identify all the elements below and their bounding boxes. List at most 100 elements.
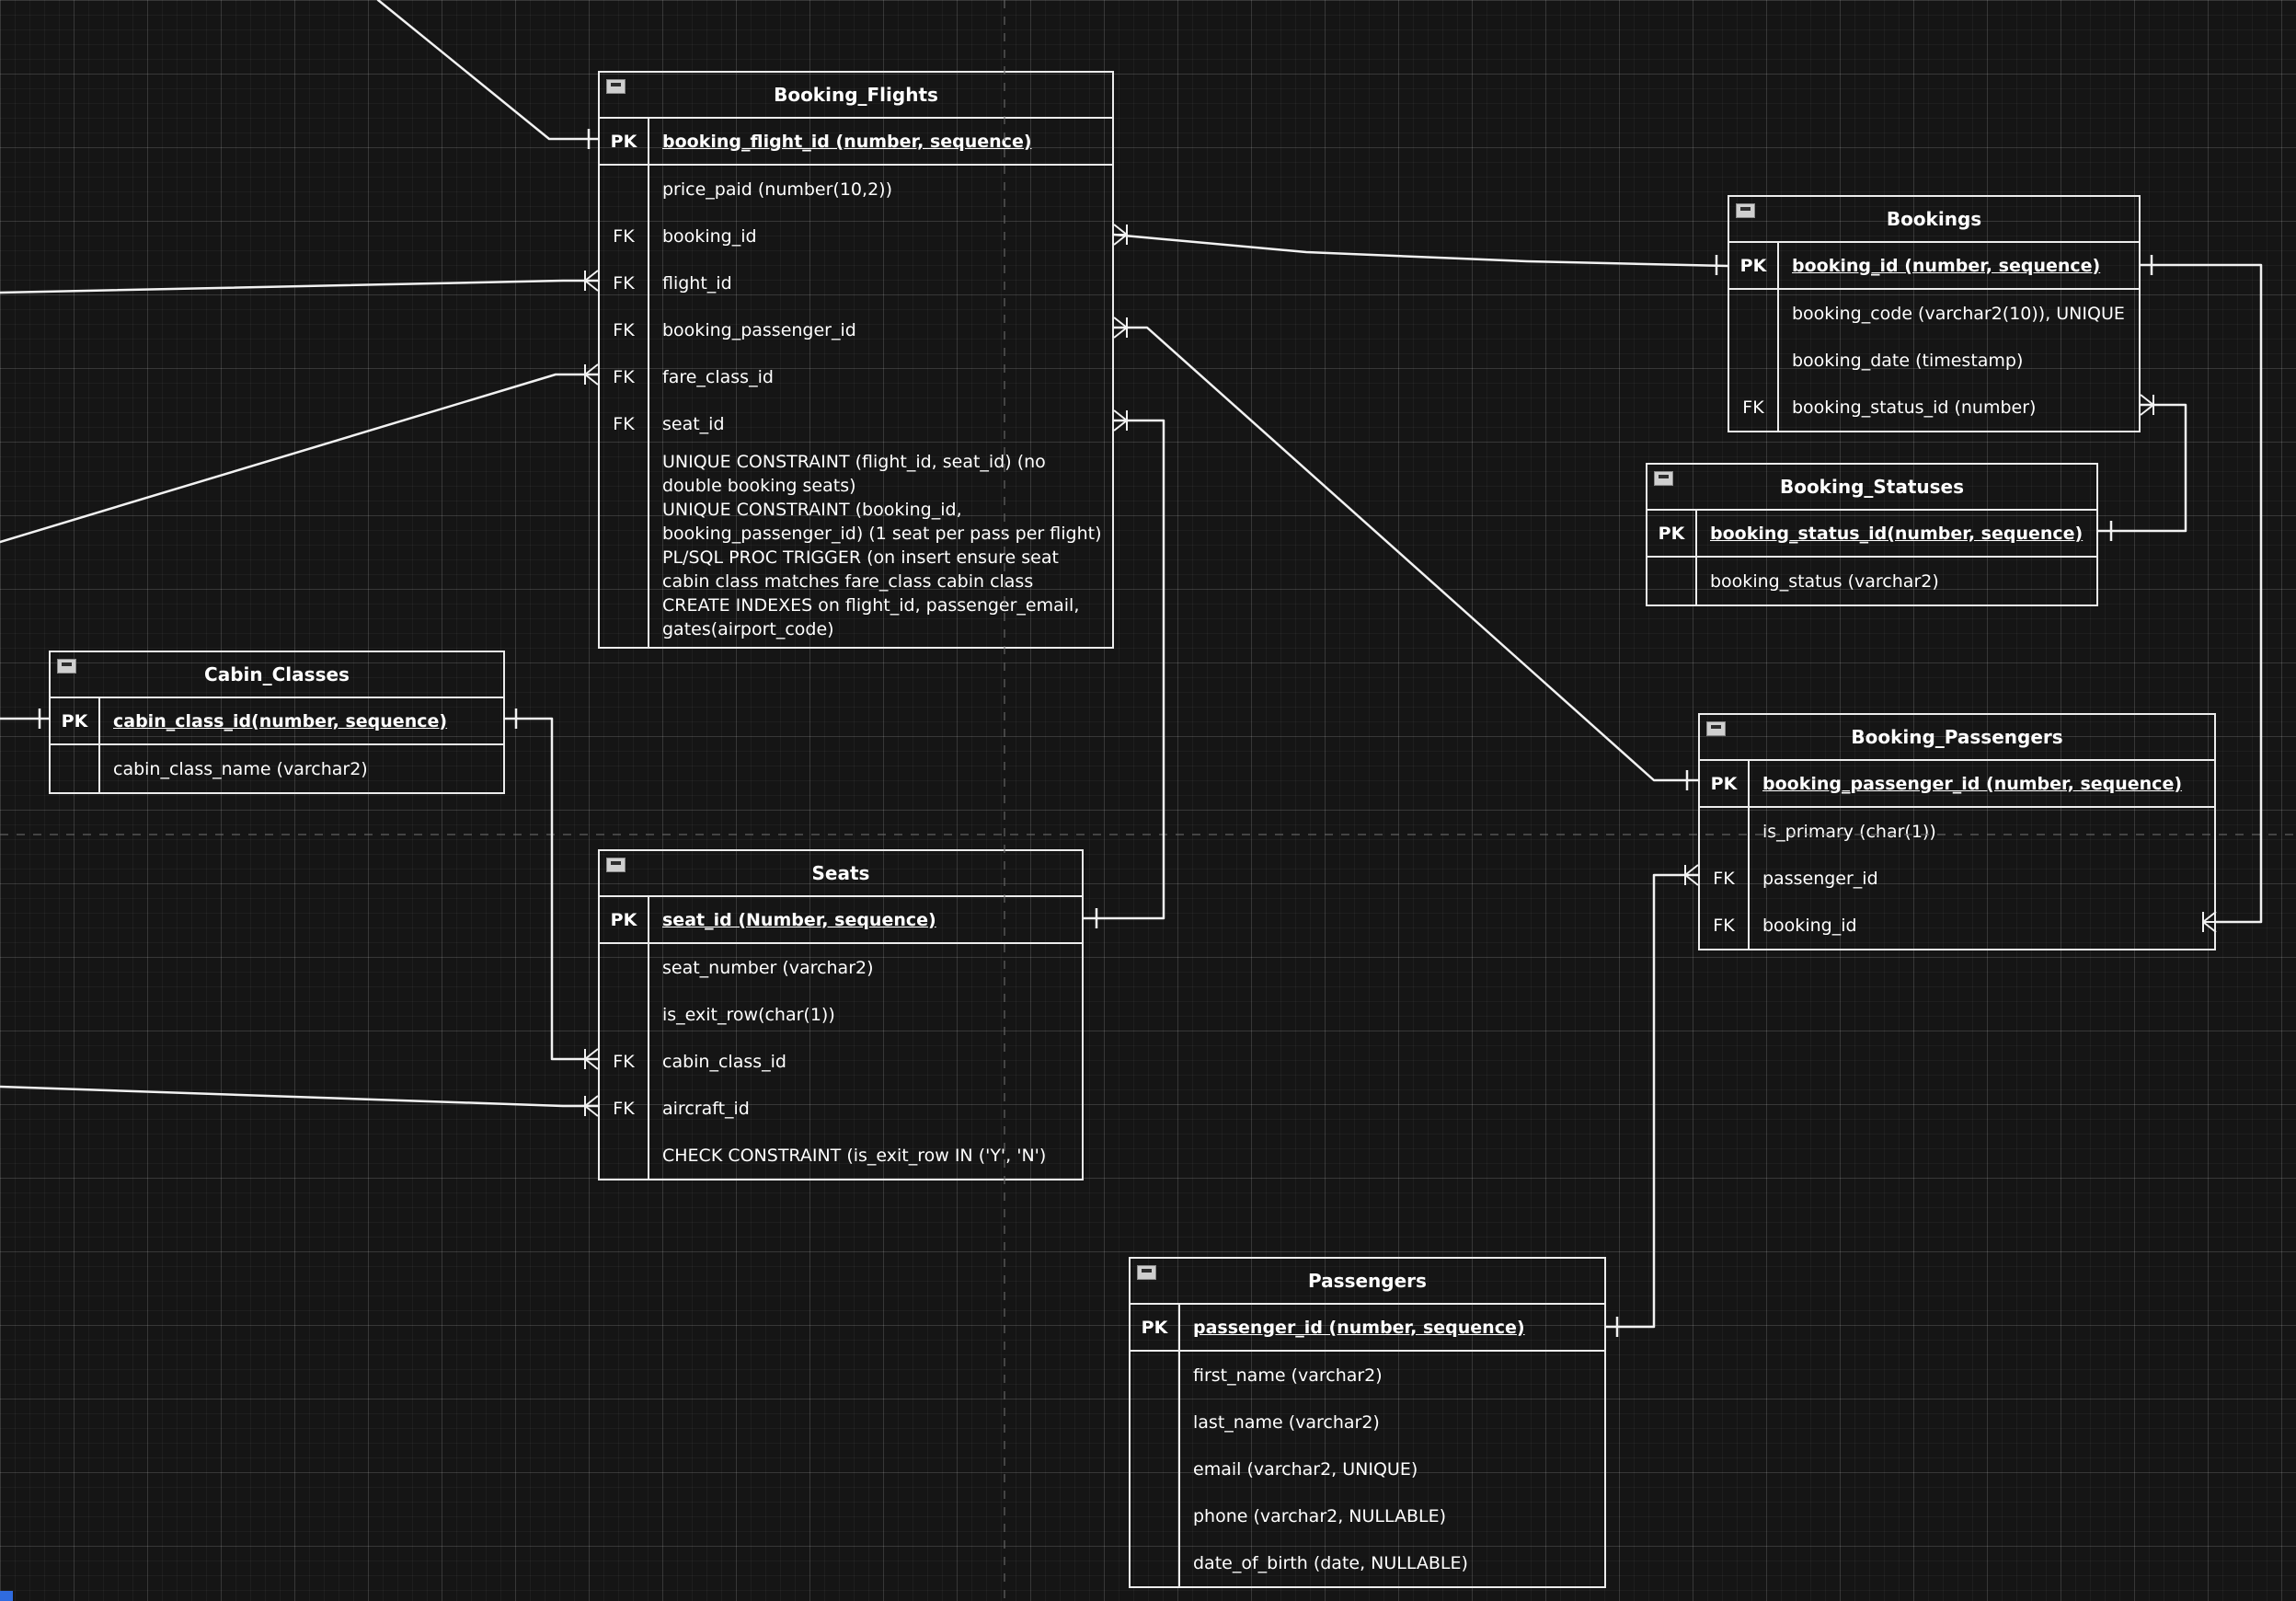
attribute-row[interactable]: PK booking_passenger_id (number, sequenc… (1700, 761, 2214, 808)
attribute-row[interactable]: PK booking_status_id(number, sequence) (1647, 511, 2096, 558)
attribute-text: seat_number (varchar2) (662, 957, 874, 978)
entity-header[interactable]: Seats (600, 851, 1082, 897)
attribute-text: cabin_class_id(number, sequence) (113, 710, 448, 731)
attribute-text: booking_date (timestamp) (1792, 350, 2024, 371)
attribute-row[interactable]: last_name (varchar2) (1131, 1399, 1604, 1446)
collapse-icon[interactable] (1736, 203, 1755, 218)
collapse-icon[interactable] (1706, 721, 1726, 736)
attribute-row[interactable]: is_primary (char(1)) (1700, 808, 2214, 855)
attribute-row[interactable]: PK booking_id (number, sequence) (1729, 243, 2139, 290)
entity-header[interactable]: Cabin_Classes (51, 652, 503, 698)
constraint-note-line: CREATE INDEXES on flight_id, passenger_e… (662, 595, 1080, 639)
attribute-cell: seat_number (varchar2) (649, 944, 1082, 991)
attribute-text: passenger_id (1762, 868, 1878, 889)
key-label (600, 1132, 649, 1179)
attribute-row[interactable]: FK cabin_class_id (600, 1038, 1082, 1085)
attribute-cell: passenger_id (number, sequence) (1180, 1305, 1604, 1350)
attribute-row[interactable]: email (varchar2, UNIQUE) (1131, 1446, 1604, 1492)
entity-table-booking_passengers[interactable]: Booking_Passengers PK booking_passenger_… (1698, 713, 2216, 950)
attribute-cell: last_name (varchar2) (1180, 1399, 1604, 1446)
collapse-icon[interactable] (606, 79, 626, 94)
constraint-note-line: UNIQUE CONSTRAINT (flight_id, seat_id) (… (662, 452, 1046, 496)
attribute-text: passenger_id (number, sequence) (1193, 1317, 1525, 1338)
attribute-row[interactable]: is_exit_row(char(1)) (600, 991, 1082, 1038)
attribute-cell: booking_id (number, sequence) (1779, 243, 2139, 288)
entity-header[interactable]: Booking_Passengers (1700, 715, 2214, 761)
entity-rows: PK booking_id (number, sequence) booking… (1729, 243, 2139, 431)
entity-table-seats[interactable]: Seats PK seat_id (Number, sequence) seat… (598, 849, 1084, 1181)
attribute-row[interactable]: FK booking_id (1700, 902, 2214, 949)
key-label (600, 991, 649, 1038)
attribute-row[interactable]: FK seat_id (600, 400, 1112, 447)
entity-header[interactable]: Bookings (1729, 197, 2139, 243)
entity-title: Booking_Statuses (1779, 476, 1965, 498)
attribute-row[interactable]: FK flight_id (600, 259, 1112, 306)
attribute-row[interactable]: CHECK CONSTRAINT (is_exit_row IN ('Y', '… (600, 1132, 1082, 1179)
attribute-text: price_paid (number(10,2)) (662, 179, 892, 200)
minus-glyph (1711, 725, 1721, 729)
attribute-row[interactable]: FK fare_class_id (600, 353, 1112, 400)
attribute-cell: phone (varchar2, NULLABLE) (1180, 1492, 1604, 1539)
entity-table-passengers[interactable]: Passengers PK passenger_id (number, sequ… (1129, 1257, 1606, 1588)
attribute-text: booking_code (varchar2(10)), UNIQUE (1792, 303, 2125, 324)
attribute-row[interactable]: price_paid (number(10,2)) (600, 166, 1112, 213)
attribute-row[interactable]: FK passenger_id (1700, 855, 2214, 902)
attribute-text: booking_status (varchar2) (1710, 570, 1939, 592)
attribute-row[interactable]: PK booking_flight_id (number, sequence) (600, 119, 1112, 166)
attribute-cell: booking_status (varchar2) (1697, 558, 2096, 605)
entity-table-cabin_classes[interactable]: Cabin_Classes PK cabin_class_id(number, … (49, 651, 505, 794)
page-corner-indicator (0, 1591, 13, 1601)
attribute-row[interactable]: PK cabin_class_id(number, sequence) (51, 698, 503, 745)
attribute-row[interactable]: booking_date (timestamp) (1729, 337, 2139, 384)
collapse-icon[interactable] (606, 858, 626, 872)
attribute-text: booking_id (number, sequence) (1792, 255, 2101, 276)
entity-table-booking_flights[interactable]: Booking_Flights PK booking_flight_id (nu… (598, 71, 1114, 649)
attribute-row[interactable]: FK booking_id (600, 213, 1112, 259)
attribute-row[interactable]: cabin_class_name (varchar2) (51, 745, 503, 792)
key-label: FK (600, 306, 649, 353)
attribute-row[interactable]: first_name (varchar2) (1131, 1352, 1604, 1399)
key-label (1131, 1352, 1180, 1399)
attribute-cell: is_primary (char(1)) (1750, 808, 2214, 855)
key-label (1131, 1539, 1180, 1586)
attribute-row[interactable]: date_of_birth (date, NULLABLE) (1131, 1539, 1604, 1586)
attribute-row[interactable]: FK aircraft_id (600, 1085, 1082, 1132)
attribute-row[interactable]: PK seat_id (Number, sequence) (600, 897, 1082, 944)
key-label: FK (600, 353, 649, 400)
attribute-row[interactable]: FK booking_status_id (number) (1729, 384, 2139, 431)
attribute-text: booking_passenger_id (number, sequence) (1762, 773, 2183, 794)
attribute-cell: booking_date (timestamp) (1779, 337, 2139, 384)
key-label (51, 745, 100, 792)
entity-table-booking_statuses[interactable]: Booking_Statuses PK booking_status_id(nu… (1646, 463, 2098, 606)
entity-title: Booking_Passengers (1851, 726, 2063, 748)
attribute-cell: booking_passenger_id (649, 306, 1112, 353)
minus-glyph (62, 662, 72, 666)
entity-header[interactable]: Booking_Flights (600, 73, 1112, 119)
collapse-icon[interactable] (1654, 471, 1673, 486)
collapse-icon[interactable] (57, 659, 76, 674)
attribute-cell: first_name (varchar2) (1180, 1352, 1604, 1399)
entity-table-bookings[interactable]: Bookings PK booking_id (number, sequence… (1728, 195, 2141, 432)
minus-glyph (1740, 207, 1751, 211)
attribute-row[interactable]: booking_status (varchar2) (1647, 558, 2096, 605)
key-label (600, 166, 649, 213)
attribute-row[interactable]: UNIQUE CONSTRAINT (flight_id, seat_id) (… (600, 447, 1112, 647)
entity-header[interactable]: Passengers (1131, 1259, 1604, 1305)
constraint-note-line: UNIQUE CONSTRAINT (booking_id, booking_p… (662, 500, 1102, 544)
key-label: FK (600, 259, 649, 306)
entity-header[interactable]: Booking_Statuses (1647, 465, 2096, 511)
attribute-row[interactable]: PK passenger_id (number, sequence) (1131, 1305, 1604, 1352)
minus-glyph (611, 83, 621, 86)
key-label (600, 944, 649, 991)
attribute-row[interactable]: phone (varchar2, NULLABLE) (1131, 1492, 1604, 1539)
attribute-row[interactable]: FK booking_passenger_id (600, 306, 1112, 353)
attribute-cell: cabin_class_name (varchar2) (100, 745, 503, 792)
attribute-row[interactable]: seat_number (varchar2) (600, 944, 1082, 991)
minus-glyph (611, 861, 621, 865)
attribute-row[interactable]: booking_code (varchar2(10)), UNIQUE (1729, 290, 2139, 337)
collapse-icon[interactable] (1137, 1265, 1156, 1280)
attribute-cell: seat_id (Number, sequence) (649, 897, 1082, 942)
attribute-cell: is_exit_row(char(1)) (649, 991, 1082, 1038)
attribute-cell: passenger_id (1750, 855, 2214, 902)
